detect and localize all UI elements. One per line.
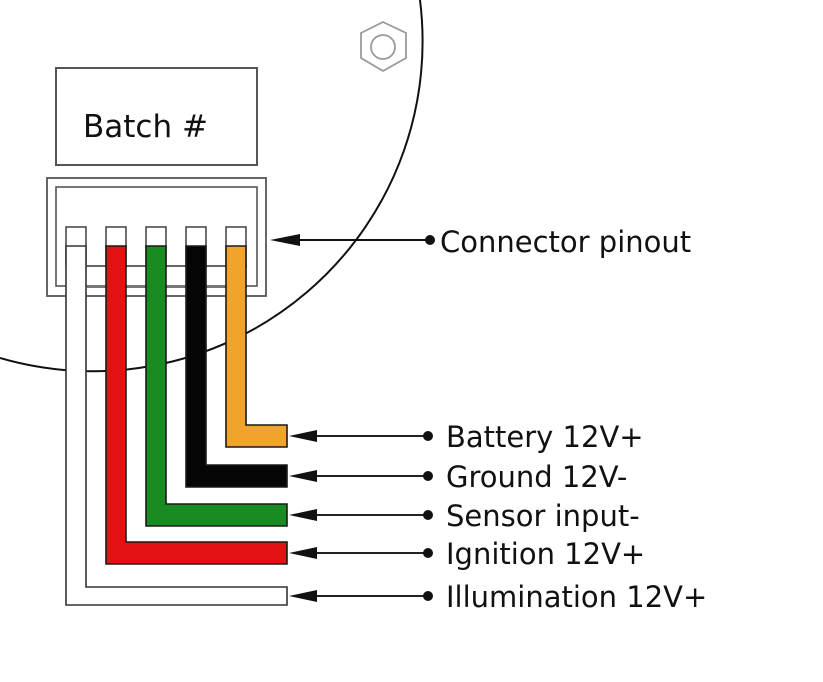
label-illumination: Illumination 12V+ <box>446 580 707 614</box>
pointer-dot-illumination <box>423 591 433 601</box>
pointer-dot-ignition <box>423 548 433 558</box>
wire-ignition <box>105 245 288 565</box>
wire-sensor <box>145 245 288 527</box>
batch-label: Batch # <box>83 109 208 145</box>
wire-illumination <box>65 245 288 606</box>
wire-ground <box>185 245 288 488</box>
pointer-dot-sensor <box>423 510 433 520</box>
label-battery: Battery 12V+ <box>446 420 644 454</box>
pointer-dot-battery <box>423 431 433 441</box>
arrowhead-sensor <box>289 509 317 521</box>
arrowhead-battery <box>289 430 317 442</box>
mounting-nut-icon <box>360 20 407 73</box>
wire-battery <box>225 245 288 448</box>
connector-pointer <box>270 234 435 246</box>
arrowhead-illumination <box>289 590 317 602</box>
gauge-body-outline <box>0 0 424 373</box>
arrowhead-ignition <box>289 547 317 559</box>
label-sensor: Sensor input- <box>446 499 640 533</box>
connector-label: Connector pinout <box>440 225 691 259</box>
label-ground: Ground 12V- <box>446 460 627 494</box>
arrowhead-ground <box>289 470 317 482</box>
pointer-dot-ground <box>423 471 433 481</box>
batch-box <box>55 67 258 166</box>
label-ignition: Ignition 12V+ <box>446 537 645 571</box>
